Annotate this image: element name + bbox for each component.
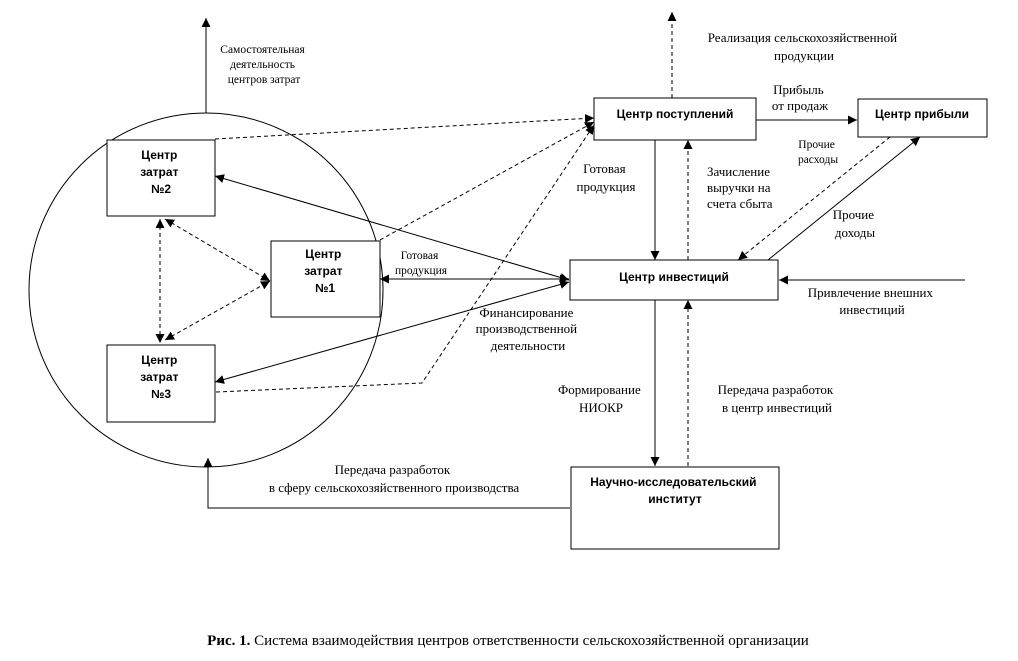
node-profit-center: Центр прибыли [857,98,988,138]
label-financing: Финансирование производственной деятельн… [476,305,581,353]
label-profit-from-sales: Прибыль от продаж [772,82,829,113]
svg-text:Центр затрат №3: Центр затрат №3 [140,353,182,401]
svg-text:Центр прибыли: Центр прибыли [875,107,969,121]
arrow-transfer-agri [203,458,570,509]
svg-text:Научно-исследовательский: Научно-исследовательский институт [590,475,760,506]
label-other-income: Прочие доходы [833,207,878,240]
figure-caption: Рис. 1. Система взаимодействия центров о… [207,633,809,649]
caption-prefix: Рис. 1. [207,633,250,649]
label-other-expenses: Прочие расходы [798,139,838,166]
label-external-investment: Привлечение внешних инвестиций [808,285,937,317]
arrow-other-expenses [737,136,891,261]
dashed-cost1-revenue [379,121,595,241]
caption-text: Система взаимодействия центров ответстве… [250,633,808,649]
arrow-other-income [767,136,921,261]
label-transfer-invest: Передача разработок в центр инвестиций [718,382,837,415]
dashed-cost2-cost1 [164,218,271,282]
dashed-cost3-revenue [215,124,595,393]
node-cost-center-2: Центр затрат №2 [106,139,216,217]
label-finished-products-left: Готовая продукция [395,250,448,277]
label-rnd: Формирование НИОКР [558,382,644,415]
dashed-cost3-cost1 [164,280,271,341]
node-cost-center-1: Центр затрат №1 [270,240,381,318]
label-crediting: Зачисление выручки на счета сбыта [707,164,774,211]
svg-text:Центр затрат №2: Центр затрат №2 [140,148,182,196]
svg-text:Центр поступлений: Центр поступлений [617,107,734,121]
svg-text:Центр затрат №1: Центр затрат №1 [304,247,346,295]
svg-text:Центр инвестиций: Центр инвестиций [619,270,729,284]
arrow-cost2-investment [214,174,570,282]
dashed-cost2-revenue [214,114,595,140]
label-finished-products-right: Готовая продукция [577,161,636,194]
node-cost-center-3: Центр затрат №3 [106,344,216,423]
label-transfer-agri: Передача разработок в сферу сельскохозяй… [269,462,520,495]
node-investment-center: Центр инвестиций [569,259,779,301]
node-research-institute: Научно-исследовательский институт [570,466,780,550]
label-independent-activity: Самостоятельная деятельность центров зат… [220,44,307,86]
node-revenue-center: Центр поступлений [593,97,757,141]
label-sales: Реализация сельскохозяйственной продукци… [708,30,901,63]
arrow-cost3-investment [214,280,570,384]
